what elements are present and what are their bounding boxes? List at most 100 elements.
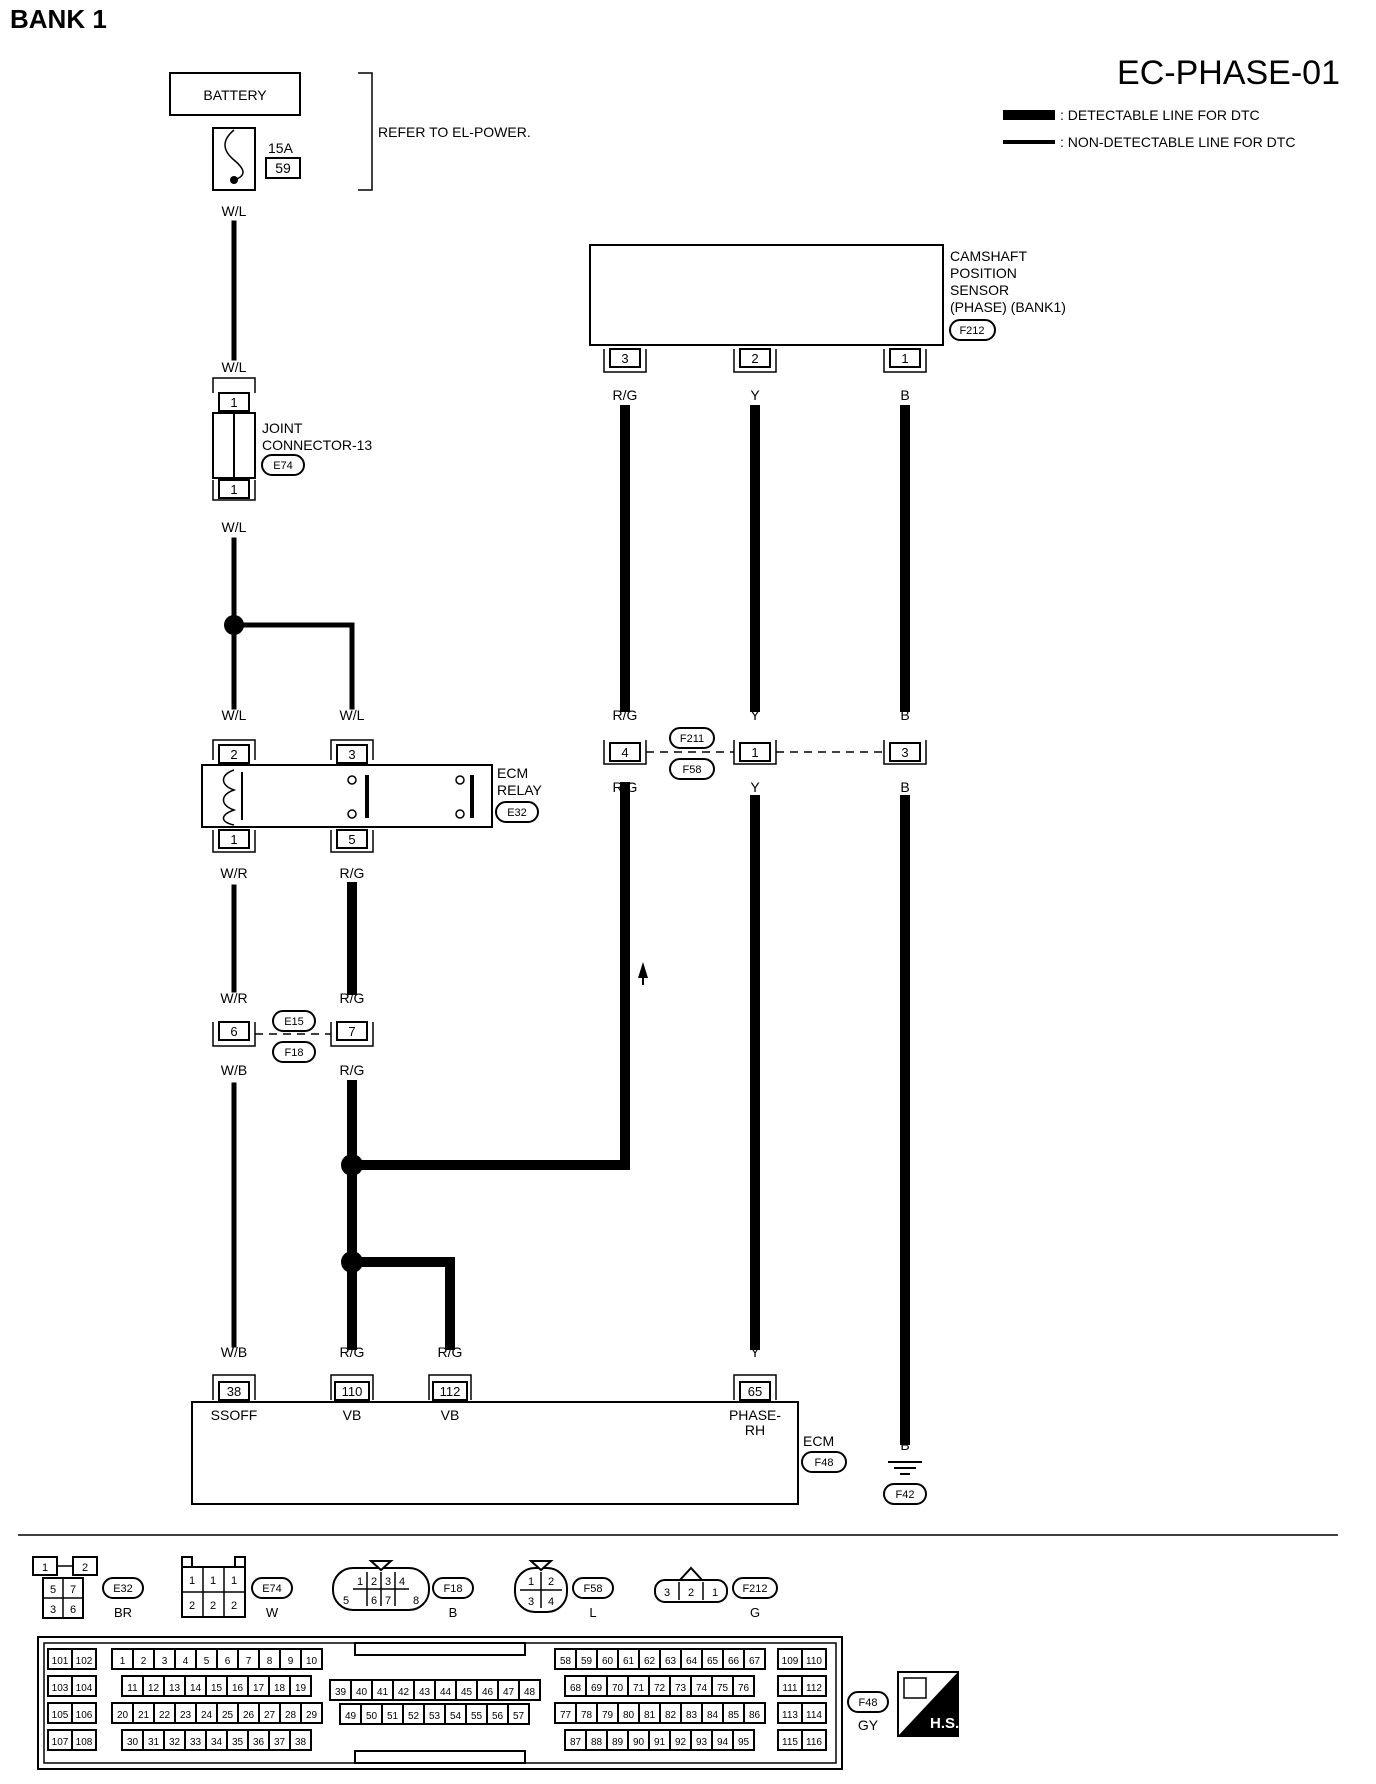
splice-wl bbox=[224, 615, 244, 635]
svg-text:1: 1 bbox=[210, 1575, 216, 1587]
ecm-pin-number: 14 bbox=[190, 1683, 202, 1694]
ecm-pin-number: 90 bbox=[633, 1737, 645, 1748]
relay-body bbox=[201, 764, 493, 828]
ecm-pin-number: 17 bbox=[253, 1683, 265, 1694]
svg-text:1: 1 bbox=[357, 1576, 363, 1588]
battery-block: BATTERY 15A 59 REFER TO EL-POWER. bbox=[169, 72, 531, 191]
ecm-pin-number: 32 bbox=[169, 1737, 181, 1748]
svg-text:6: 6 bbox=[371, 1595, 377, 1607]
sensor-pin-2: 2 bbox=[751, 351, 758, 366]
ecm-pin-number: 24 bbox=[201, 1710, 213, 1721]
ecm-pin-cell bbox=[71, 1702, 97, 1724]
svg-text:2: 2 bbox=[210, 1600, 216, 1612]
ecm-pin-cell bbox=[300, 1702, 323, 1724]
ecm-pin-number: 105 bbox=[52, 1710, 69, 1721]
wire-label-wl-5: W/L bbox=[340, 707, 365, 723]
ecm-name: ECM bbox=[803, 1433, 834, 1449]
connector-view-f212: 3 2 1 F212 G bbox=[654, 1566, 778, 1620]
ecm-pin-number: 79 bbox=[602, 1710, 614, 1721]
wire-label-rg-4: R/G bbox=[340, 1344, 365, 1360]
wire-label-wr-2: W/R bbox=[220, 990, 247, 1006]
ecm-pin-number: 75 bbox=[717, 1683, 729, 1694]
ecm-pin-number: 107 bbox=[52, 1737, 69, 1748]
svg-text:BR: BR bbox=[114, 1605, 132, 1620]
ecm-pin-110: 110 bbox=[342, 1384, 363, 1399]
ecm-pin-number: 112 bbox=[806, 1683, 822, 1694]
wire-label-y-4: Y bbox=[750, 1344, 760, 1360]
svg-text:F58: F58 bbox=[584, 1583, 603, 1595]
e74-name-2: CONNECTOR-13 bbox=[262, 437, 372, 453]
ecm-pin-number: 63 bbox=[665, 1656, 677, 1667]
relay-contact-icon bbox=[347, 775, 357, 785]
refer-bracket bbox=[358, 72, 373, 191]
ecm-pin-number: 78 bbox=[581, 1710, 593, 1721]
ecm-pin-number: 69 bbox=[591, 1683, 603, 1694]
ecm-pin-number: 6 bbox=[225, 1656, 231, 1667]
svg-text:8: 8 bbox=[413, 1595, 419, 1607]
connector-face-icon bbox=[903, 1677, 927, 1699]
fuse-terminal bbox=[230, 176, 238, 184]
ecm-pin-number: 83 bbox=[686, 1710, 698, 1721]
ecm-pin-number: 86 bbox=[749, 1710, 761, 1721]
wire-rg-to-f211 bbox=[347, 782, 630, 1170]
ecm-pin-number: 26 bbox=[243, 1710, 255, 1721]
ecm-pin-cell bbox=[71, 1675, 97, 1697]
ecm-pin-number: 41 bbox=[377, 1687, 389, 1698]
ecm-pin-number: 38 bbox=[295, 1737, 307, 1748]
svg-text:3: 3 bbox=[385, 1576, 391, 1588]
svg-text:E74: E74 bbox=[262, 1583, 282, 1595]
ecm-pin-number: 15 bbox=[211, 1683, 223, 1694]
ecm-pin-number: 49 bbox=[345, 1711, 357, 1722]
svg-text:4: 4 bbox=[548, 1596, 554, 1608]
e15-code: E15 bbox=[284, 1016, 304, 1028]
e15-pin-6: 6 bbox=[230, 1024, 237, 1039]
wire-label-rg-7: R/G bbox=[613, 707, 638, 723]
ecm-pin-cell bbox=[743, 1648, 766, 1670]
ecm-pin-number: 34 bbox=[211, 1737, 223, 1748]
svg-text:2: 2 bbox=[189, 1600, 195, 1612]
svg-text:5: 5 bbox=[50, 1584, 56, 1596]
sensor-code: F212 bbox=[959, 325, 984, 337]
ecm-pin-number: 37 bbox=[274, 1737, 286, 1748]
f211-code: F211 bbox=[680, 733, 704, 745]
f211-pin-1: 1 bbox=[751, 745, 758, 760]
svg-text:2: 2 bbox=[82, 1562, 88, 1574]
wire-label-rg-1: R/G bbox=[340, 865, 365, 881]
ecm-pin-cell bbox=[289, 1675, 312, 1697]
ecm-pin-number: 62 bbox=[644, 1656, 656, 1667]
wire-wl-3 bbox=[241, 622, 355, 710]
connector-e15-f18: 6 7 E15 F18 bbox=[212, 1010, 374, 1063]
relay-code: E32 bbox=[507, 807, 527, 819]
ecm-pin-number: 8 bbox=[267, 1656, 273, 1667]
legend-detectable-label: : DETECTABLE LINE FOR DTC bbox=[1060, 107, 1260, 123]
relay-pin-5: 5 bbox=[348, 832, 355, 847]
wire-label-rg-6: R/G bbox=[613, 387, 638, 403]
svg-text:6: 6 bbox=[70, 1604, 76, 1616]
fuse-number: 59 bbox=[275, 160, 291, 176]
ecm-pin-number: 94 bbox=[717, 1737, 729, 1748]
ecm-pin-number: 57 bbox=[513, 1711, 525, 1722]
fuse-number-box bbox=[265, 157, 301, 179]
relay-pin-3: 3 bbox=[348, 747, 355, 762]
ecm-pin-number: 60 bbox=[602, 1656, 614, 1667]
ecm-pin-number: 61 bbox=[623, 1656, 635, 1667]
ecm-pin-cell bbox=[743, 1702, 766, 1724]
joint-connector-e74: 1 1 JOINT CONNECTOR-13 E74 bbox=[212, 377, 372, 501]
ecm-f48: 38 110 112 65 SSOFF VB VB PHASE- RH ECM … bbox=[191, 1374, 847, 1505]
ecm-pin-cell bbox=[732, 1729, 755, 1751]
ecm-pin-number: 43 bbox=[419, 1687, 431, 1698]
svg-text:1: 1 bbox=[189, 1575, 195, 1587]
ecm-pin-cell bbox=[801, 1729, 827, 1751]
diagram-code: EC-PHASE-01 bbox=[1117, 54, 1340, 92]
e74-name-1: JOINT bbox=[262, 420, 303, 436]
wire-label-wl-3: W/L bbox=[222, 519, 247, 535]
ecm-pin-number: 104 bbox=[76, 1683, 93, 1694]
wire-label-wl-1: W/L bbox=[222, 203, 247, 219]
connector-view-f18: 1 2 3 4 5 6 7 8 F18 B bbox=[332, 1560, 474, 1620]
ground-f42: F42 bbox=[883, 1461, 927, 1505]
f58-code: F58 bbox=[683, 764, 702, 776]
ecm-pin-number: 18 bbox=[274, 1683, 286, 1694]
ecm-pin-number: 51 bbox=[387, 1711, 399, 1722]
